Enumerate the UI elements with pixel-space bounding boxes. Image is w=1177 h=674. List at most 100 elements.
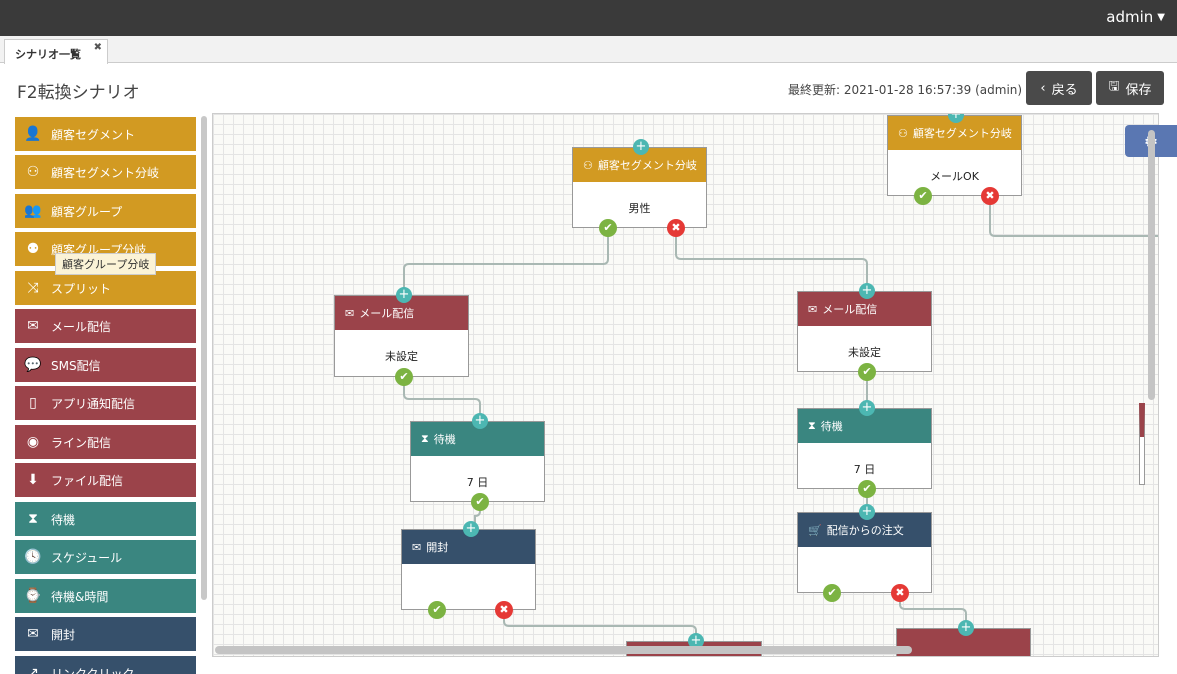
- palette-item-label: ライン配信: [51, 435, 112, 450]
- file-download-icon: ⬇: [27, 472, 39, 488]
- yes-output-icon[interactable]: ✔: [823, 584, 841, 602]
- top-bar: admin ▼: [0, 0, 1177, 36]
- node-body: 未設定: [385, 350, 418, 363]
- group-branch-icon: ⚉: [26, 241, 40, 257]
- add-connector-icon[interactable]: +: [633, 139, 649, 155]
- user-name: admin: [1106, 8, 1154, 26]
- palette-item-label: スケジュール: [51, 550, 123, 565]
- flow-node-open[interactable]: ✉ 開封: [401, 529, 536, 610]
- palette-item-label: 顧客セグメント: [51, 127, 136, 142]
- tab-strip: シナリオ一覧 ✖: [0, 36, 1177, 64]
- node-title: 配信からの注文: [826, 524, 904, 537]
- close-icon[interactable]: ✖: [93, 42, 102, 53]
- palette-item-wait-and-time[interactable]: ⌚ 待機&時間: [15, 579, 196, 613]
- palette-item-line[interactable]: ◉ ライン配信: [15, 425, 196, 459]
- sms-icon: 💬: [24, 357, 42, 373]
- back-label: 戻る: [1051, 82, 1078, 98]
- palette-item-label: 待機&時間: [51, 589, 109, 604]
- node-body: 男性: [628, 202, 651, 215]
- palette-item-label: ファイル配信: [51, 473, 124, 488]
- no-output-icon[interactable]: ✖: [891, 584, 909, 602]
- add-connector-icon[interactable]: +: [472, 413, 488, 429]
- add-connector-icon[interactable]: +: [958, 620, 974, 636]
- flow-canvas[interactable]: ⚇顧客セグメント分岐 男性 + ✔ ✖ ⚇顧客セグメント分岐 メールOK + ✔…: [212, 113, 1159, 657]
- flow-node-segment-branch-mail-ok[interactable]: ⚇顧客セグメント分岐 メールOK: [887, 115, 1022, 196]
- add-connector-icon[interactable]: +: [859, 400, 875, 416]
- add-connector-icon[interactable]: +: [859, 283, 875, 299]
- envelope-icon: ✉: [808, 302, 818, 316]
- palette-item-customer-group[interactable]: 👥 顧客グループ: [15, 194, 196, 228]
- palette-item-file[interactable]: ⬇ ファイル配信: [15, 463, 196, 497]
- vertical-scrollbar[interactable]: [1148, 130, 1155, 400]
- external-link-icon: ↗: [27, 665, 39, 674]
- shuffle-icon: ⤨: [27, 280, 39, 296]
- clock-icon: 🕓: [24, 549, 42, 565]
- node-body: 7 日: [466, 476, 489, 489]
- add-connector-icon[interactable]: +: [396, 287, 412, 303]
- palette-scrollbar[interactable]: [201, 116, 207, 600]
- no-output-icon[interactable]: ✖: [981, 187, 999, 205]
- watch-icon: ⌚: [24, 588, 42, 604]
- node-body: [798, 547, 931, 565]
- palette-item-link-click[interactable]: ↗ リンククリック: [15, 656, 196, 674]
- palette-item-wait[interactable]: ⧗待機: [15, 502, 196, 536]
- palette-item-customer-segment-branch[interactable]: ⚇顧客セグメント分岐: [15, 155, 196, 189]
- tab-scenario-list[interactable]: シナリオ一覧 ✖: [4, 39, 108, 64]
- palette-item-app-push[interactable]: ▯アプリ通知配信: [15, 386, 196, 420]
- node-body: [402, 564, 535, 582]
- yes-output-icon[interactable]: ✔: [599, 219, 617, 237]
- no-output-icon[interactable]: ✖: [495, 601, 513, 619]
- node-title: 開封: [426, 541, 449, 554]
- line-icon: ◉: [26, 434, 40, 450]
- cart-icon: 🛒: [808, 523, 822, 537]
- palette-item-mail[interactable]: ✉メール配信: [15, 309, 196, 343]
- flow-node-partial[interactable]: [1139, 403, 1145, 485]
- open-envelope-icon: ✉: [412, 540, 422, 554]
- flow-node-mail-1[interactable]: ✉ メール配信 未設定: [334, 295, 469, 377]
- node-title: 待機: [820, 420, 843, 433]
- add-connector-icon[interactable]: +: [688, 633, 704, 649]
- back-button[interactable]: ‹ 戻る: [1026, 71, 1092, 105]
- palette-item-label: 顧客グループ: [51, 204, 123, 219]
- palette-item-open[interactable]: ✉開封: [15, 617, 196, 651]
- palette-item-customer-segment[interactable]: 👤 顧客セグメント: [15, 117, 196, 151]
- flow-node-wait-1[interactable]: ⧗待機 7 日: [410, 421, 545, 502]
- node-body: 7 日: [853, 463, 876, 476]
- palette-item-label: メール配信: [51, 319, 112, 334]
- save-label: 保存: [1125, 82, 1152, 98]
- palette-item-schedule[interactable]: 🕓 スケジュール: [15, 540, 196, 574]
- yes-output-icon[interactable]: ✔: [471, 493, 489, 511]
- palette-item-split[interactable]: ⤨ スプリット: [15, 271, 196, 305]
- flow-node-order-from-delivery[interactable]: 🛒 配信からの注文: [797, 512, 932, 593]
- save-icon: 🖫: [1108, 79, 1120, 94]
- save-button[interactable]: 🖫 保存: [1096, 71, 1164, 105]
- page-title: F2転換シナリオ: [17, 83, 140, 103]
- no-output-icon[interactable]: ✖: [667, 219, 685, 237]
- add-connector-icon[interactable]: +: [463, 521, 479, 537]
- palette-item-label: リンククリック: [51, 666, 135, 674]
- hourglass-icon: ⧗: [28, 511, 38, 527]
- yes-output-icon[interactable]: ✔: [428, 601, 446, 619]
- phone-icon: ▯: [29, 395, 37, 411]
- node-title: メール配信: [359, 307, 415, 320]
- add-connector-icon[interactable]: +: [859, 504, 875, 520]
- node-title: 顧客セグメント分岐: [912, 127, 1012, 140]
- palette-item-sms[interactable]: 💬SMS配信: [15, 348, 196, 382]
- yes-output-icon[interactable]: ✔: [858, 363, 876, 381]
- user-menu[interactable]: admin ▼: [1106, 8, 1165, 26]
- flow-node-segment-branch-male[interactable]: ⚇顧客セグメント分岐 男性: [572, 147, 707, 228]
- yes-output-icon[interactable]: ✔: [914, 187, 932, 205]
- horizontal-scrollbar[interactable]: [215, 646, 912, 654]
- palette-item-label: 開封: [51, 627, 76, 642]
- person-branch-icon: ⚇: [583, 158, 593, 172]
- yes-output-icon[interactable]: ✔: [395, 368, 413, 386]
- flow-node-wait-2[interactable]: ⧗待機 7 日: [797, 408, 932, 489]
- palette-tooltip: 顧客グループ分岐: [55, 253, 157, 275]
- person-icon: 👤: [24, 126, 42, 142]
- palette-item-label: スプリット: [51, 281, 112, 296]
- envelope-icon: ✉: [345, 306, 355, 320]
- add-connector-icon[interactable]: +: [948, 114, 964, 123]
- flow-node-mail-2[interactable]: ✉メール配信 未設定: [797, 291, 932, 372]
- yes-output-icon[interactable]: ✔: [858, 480, 876, 498]
- group-icon: 👥: [24, 203, 42, 219]
